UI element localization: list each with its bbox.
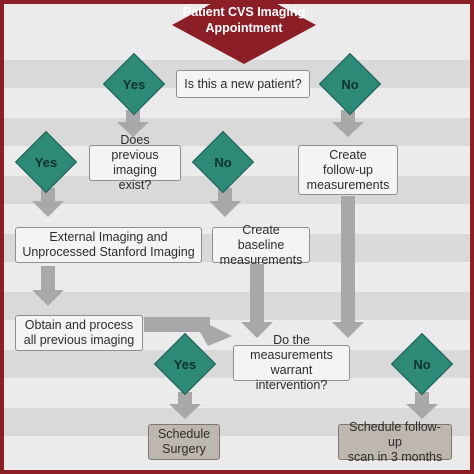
yes-label: Yes [122,76,146,92]
yes-label: Yes [173,356,197,372]
decision-no-warrant: No [390,332,454,396]
decision-no-new-patient: No [318,52,382,116]
arrow-yes-to-previous-imaging [117,110,149,137]
step-create-followup-measurements: Create follow-up measurements [298,145,398,195]
arrow-yes-to-surgery [169,392,201,419]
arrow-baseline-to-warrant [241,264,273,338]
background-stripe [0,118,474,146]
question-warrant-intervention: Do the measurements warrant intervention… [233,333,350,392]
step-external-imaging: External Imaging and Unprocessed Stanfor… [15,227,202,263]
decision-no-previous-imaging: No [191,130,255,194]
arrow-no-to-create-followup [332,110,364,137]
yes-label: Yes [34,154,58,170]
start-node: Patient CVS Imaging Appointment [172,0,316,64]
question-new-patient: Is this a new patient? [176,70,310,98]
decision-yes-warrant: Yes [153,332,217,396]
arrow-yes-to-external-imaging [32,188,64,217]
arrow-external-to-obtain [32,266,64,306]
decision-yes-new-patient: Yes [102,52,166,116]
no-label: No [413,356,431,372]
step-obtain-process-imaging: Obtain and process all previous imaging [15,315,143,351]
arrow-obtain-to-warrant [144,317,232,346]
arrow-no-to-baseline [209,188,241,217]
outcome-schedule-followup-scan: Schedule follow-up scan in 3 months [338,420,452,464]
no-label: No [214,154,232,170]
question-previous-imaging: Does previous imaging exist? [89,133,181,192]
step-create-baseline: Create baseline measurements [212,223,310,267]
start-title: Patient CVS Imaging Appointment [182,5,306,35]
no-label: No [341,76,359,92]
decision-yes-previous-imaging: Yes [14,130,78,194]
arrow-followup-to-warrant [332,196,364,338]
arrow-no-to-followup-scan [406,392,438,419]
outcome-schedule-surgery: Schedule Surgery [148,424,220,460]
